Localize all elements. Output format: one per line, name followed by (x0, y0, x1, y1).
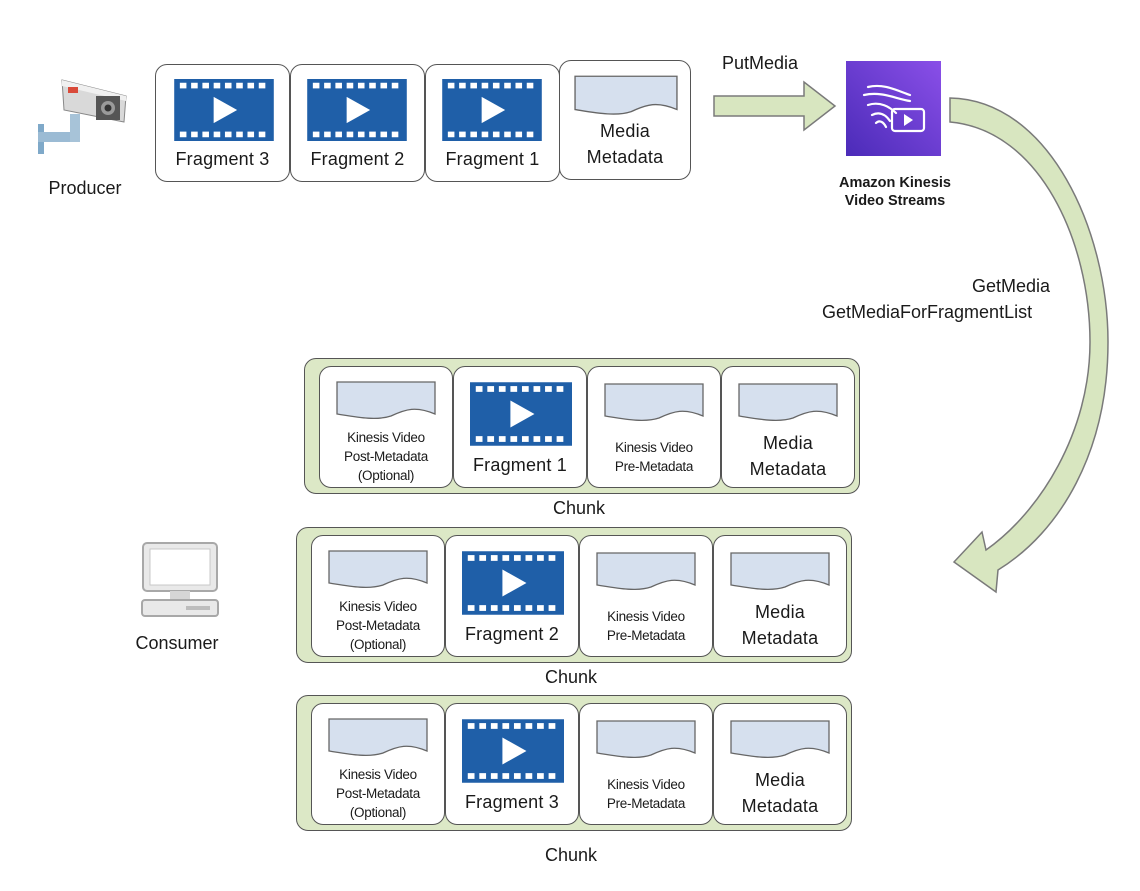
pre-line1: Kinesis Video (607, 609, 685, 624)
getmediaforfragmentlist-label: GetMediaForFragmentList (822, 302, 1033, 322)
pre-metadata-box: Kinesis Video Pre-Metadata (579, 703, 713, 825)
fragment-box: Fragment 3 (445, 703, 579, 825)
post-metadata-box: Kinesis Video Post-Metadata (Optional) (311, 535, 445, 657)
service-name-line2: Video Streams (844, 193, 946, 209)
pre-line2: Pre-Metadata (606, 796, 686, 811)
media-metadata-box: Media Metadata (721, 366, 855, 488)
film-icon (442, 79, 542, 141)
post-line3: (Optional) (357, 468, 415, 483)
consumer: Consumer (122, 540, 232, 660)
producer: Producer (30, 66, 140, 206)
metadata-label: Metadata (741, 796, 819, 816)
document-icon (334, 381, 438, 421)
film-icon (462, 551, 564, 615)
producer-label: Producer (48, 178, 122, 198)
top-fragment-3: Fragment 3 (155, 64, 290, 182)
fragment-label: Fragment 3 (175, 149, 270, 169)
chunk-label: Chunk (553, 498, 606, 518)
post-line1: Kinesis Video (347, 430, 425, 445)
fragment-box: Fragment 1 (453, 366, 587, 488)
post-line1: Kinesis Video (339, 599, 417, 614)
service-name-line1: Amazon Kinesis (839, 175, 951, 191)
document-icon (326, 550, 430, 590)
media-label: Media (762, 433, 814, 453)
film-icon (462, 719, 564, 783)
film-icon (174, 79, 274, 141)
fragment-label: Fragment 3 (464, 792, 560, 812)
post-line3: (Optional) (349, 805, 407, 820)
top-fragment-1: Fragment 1 (425, 64, 560, 182)
post-line2: Post-Metadata (336, 618, 420, 633)
metadata-label: Metadata (749, 459, 827, 479)
post-metadata-box: Kinesis Video Post-Metadata (Optional) (319, 366, 453, 488)
pre-line1: Kinesis Video (607, 777, 685, 792)
chunk-3: Kinesis Video Post-Metadata (Optional) F… (296, 695, 852, 831)
putmedia-arrow (713, 80, 837, 132)
document-icon (728, 552, 832, 592)
metadata-label: Metadata (741, 628, 819, 648)
document-icon (602, 383, 706, 423)
fragment-box: Fragment 2 (445, 535, 579, 657)
getmedia-label: GetMedia (972, 276, 1051, 296)
pre-line2: Pre-Metadata (614, 459, 694, 474)
top-fragment-2: Fragment 2 (290, 64, 425, 182)
pre-line1: Kinesis Video (615, 440, 693, 455)
fragment-label: Fragment 1 (445, 149, 540, 169)
document-icon (594, 720, 698, 760)
fragment-label: Fragment 2 (310, 149, 405, 169)
fragment-label: Fragment 1 (472, 455, 568, 475)
chunk-1: Kinesis Video Post-Metadata (Optional) F… (304, 358, 860, 494)
post-line3: (Optional) (349, 637, 407, 652)
document-icon (736, 383, 840, 423)
media-metadata-box: Media Metadata (713, 535, 847, 657)
document-icon (574, 75, 678, 117)
pre-metadata-box: Kinesis Video Pre-Metadata (587, 366, 721, 488)
kinesis-video-streams-icon (846, 61, 941, 156)
post-metadata-box: Kinesis Video Post-Metadata (Optional) (311, 703, 445, 825)
film-icon (470, 382, 572, 446)
media-label: Media (599, 121, 651, 141)
document-icon (728, 720, 832, 760)
putmedia-label: PutMedia (722, 53, 799, 73)
media-label: Media (754, 602, 806, 622)
media-metadata-box: Media Metadata (713, 703, 847, 825)
computer-icon (141, 542, 219, 617)
metadata-label: Metadata (586, 147, 664, 167)
post-line1: Kinesis Video (339, 767, 417, 782)
chunk-2: Kinesis Video Post-Metadata (Optional) F… (296, 527, 852, 663)
security-camera-icon (38, 79, 127, 154)
top-media-metadata: Media Metadata (559, 60, 691, 180)
pre-line2: Pre-Metadata (606, 628, 686, 643)
media-label: Media (754, 770, 806, 790)
getmedia-arrow (949, 97, 1109, 594)
chunk-label: Chunk (545, 667, 598, 687)
consumer-label: Consumer (135, 633, 219, 653)
film-icon (307, 79, 407, 141)
document-icon (326, 718, 430, 758)
pre-metadata-box: Kinesis Video Pre-Metadata (579, 535, 713, 657)
post-line2: Post-Metadata (344, 449, 428, 464)
chunk-label: Chunk (545, 845, 598, 865)
fragment-label: Fragment 2 (464, 624, 560, 644)
service-name: Amazon Kinesis Video Streams (805, 174, 985, 210)
document-icon (594, 552, 698, 592)
post-line2: Post-Metadata (336, 786, 420, 801)
